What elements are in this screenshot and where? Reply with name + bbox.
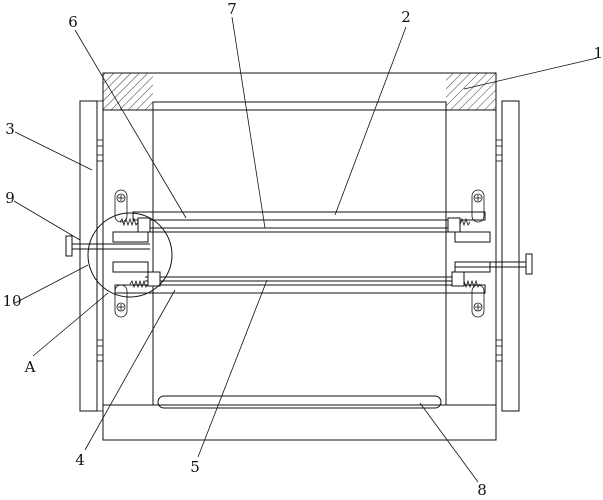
label-3: 3: [5, 120, 15, 138]
label-10: 10: [2, 292, 21, 310]
label-7: 7: [227, 0, 237, 18]
label-8: 8: [477, 481, 487, 499]
label-a: A: [24, 358, 36, 376]
detail-circle-a: [87, 212, 173, 298]
screw-rods: [65, 235, 533, 275]
right-side-plate: [495, 100, 520, 412]
lower-guide-plate: [114, 276, 486, 294]
outer-frame: [102, 72, 497, 441]
upper-guide-plate: [132, 211, 486, 233]
label-1: 1: [593, 44, 603, 62]
bolt-icon: [471, 284, 485, 318]
label-4: 4: [75, 451, 85, 469]
label-2: 2: [401, 8, 411, 26]
bottom-slot: [157, 395, 442, 409]
label-9: 9: [5, 189, 15, 207]
bolt-icon: [114, 189, 128, 223]
left-side-plate: [79, 100, 104, 412]
bolt-icon: [471, 189, 485, 223]
bolts: [114, 189, 485, 318]
bolt-icon: [114, 284, 128, 318]
label-5: 5: [190, 458, 200, 476]
leader-lines: [13, 16, 598, 483]
label-6: 6: [68, 13, 78, 31]
